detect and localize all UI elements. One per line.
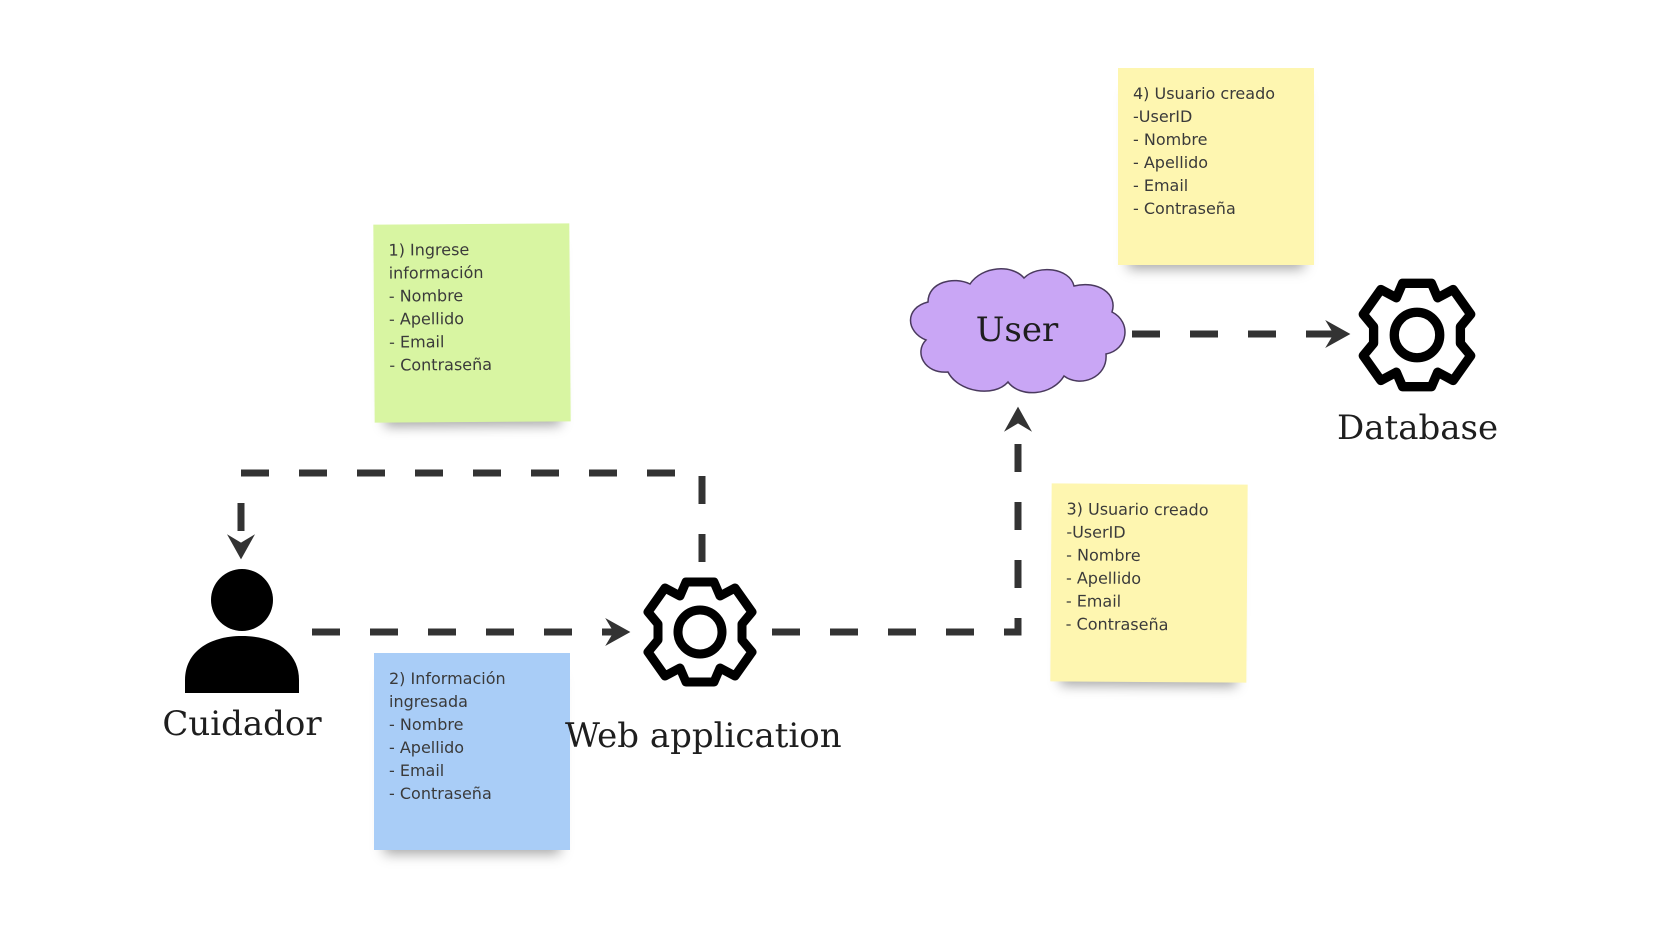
sticky-note-ingrese-informacion[interactable]: 1) Ingrese información - Nombre - Apelli… [373,223,571,423]
node-label-web-application: Web application [565,716,842,756]
sticky-note-informacion-ingresada[interactable]: 2) Información ingresada - Nombre - Apel… [374,653,570,850]
note-line: 3) Usuario creado [1066,499,1209,520]
note-line: 2) Información [389,669,506,688]
note-line: - Nombre [388,286,464,306]
note-line: - Email [389,332,445,352]
note-line: información [388,262,484,283]
note-line: - Email [1133,176,1189,195]
edge-webapp-to-user[interactable] [772,406,1032,636]
note-line: - Contraseña [389,354,493,375]
sticky-note-usuario-creado-3[interactable]: 3) Usuario creado -UserID - Nombre - Ape… [1050,483,1248,683]
note-line: - Nombre [389,715,464,734]
edge-webapp-to-cuidador[interactable] [227,469,706,562]
note-line: 1) Ingrese [388,240,470,260]
note-line: - Contraseña [1065,614,1169,635]
note-line: - Contraseña [1133,199,1236,218]
note-line: - Nombre [1133,130,1208,149]
note-line: - Contraseña [389,784,492,803]
note-line: - Apellido [389,738,465,757]
note-line: ingresada [389,692,468,711]
node-label-cuidador: Cuidador [162,704,322,744]
node-label-database: Database [1337,408,1499,448]
note-line: -UserID [1133,107,1193,126]
note-line: - Apellido [388,309,465,329]
cloud-shape[interactable] [902,262,1132,400]
person-icon[interactable] [183,568,301,693]
note-line: -UserID [1066,522,1126,542]
gear-icon[interactable] [1355,273,1479,397]
note-line: - Email [1065,591,1122,611]
gear-icon[interactable] [640,572,760,692]
sticky-note-usuario-creado-4[interactable]: 4) Usuario creado -UserID - Nombre - Ape… [1118,68,1314,265]
note-line: - Apellido [1133,153,1209,172]
note-line: - Nombre [1066,545,1141,565]
note-line: - Email [389,761,445,780]
note-line: 4) Usuario creado [1133,84,1276,103]
note-line: - Apellido [1065,568,1142,588]
node-label-user: User [975,310,1059,350]
